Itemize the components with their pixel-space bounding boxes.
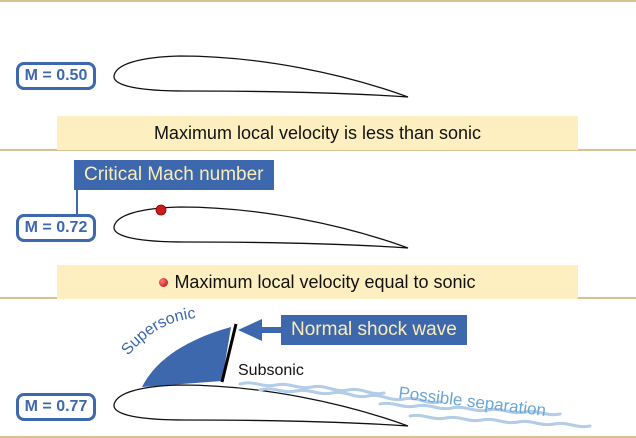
sonic-point-dot-icon bbox=[155, 204, 167, 216]
velocity-banner-1: Maximum local velocity is less than soni… bbox=[57, 116, 578, 150]
normal-shock-callout: Normal shock wave bbox=[281, 315, 467, 345]
shock-wave-line bbox=[220, 323, 238, 383]
shock-callout-arrow-shaft bbox=[260, 327, 282, 333]
subsonic-label: Subsonic bbox=[238, 362, 304, 379]
supersonic-region bbox=[142, 327, 231, 387]
shock-callout-arrow-icon bbox=[238, 319, 262, 341]
mach-label-1: M = 0.50 bbox=[16, 62, 96, 90]
separation-wake bbox=[238, 381, 592, 429]
mach-label-3: M = 0.77 bbox=[16, 393, 96, 421]
velocity-banner-2-text: Maximum local velocity equal to sonic bbox=[174, 272, 476, 292]
airfoil-3 bbox=[113, 384, 409, 427]
velocity-banner-2: Maximum local velocity equal to sonic bbox=[57, 265, 578, 299]
mach-label-2: M = 0.72 bbox=[16, 214, 96, 242]
airfoil-2 bbox=[113, 206, 409, 249]
critical-mach-callout: Critical Mach number bbox=[74, 160, 274, 190]
airfoil-1 bbox=[113, 55, 409, 98]
sonic-point-dot-icon bbox=[159, 278, 169, 287]
